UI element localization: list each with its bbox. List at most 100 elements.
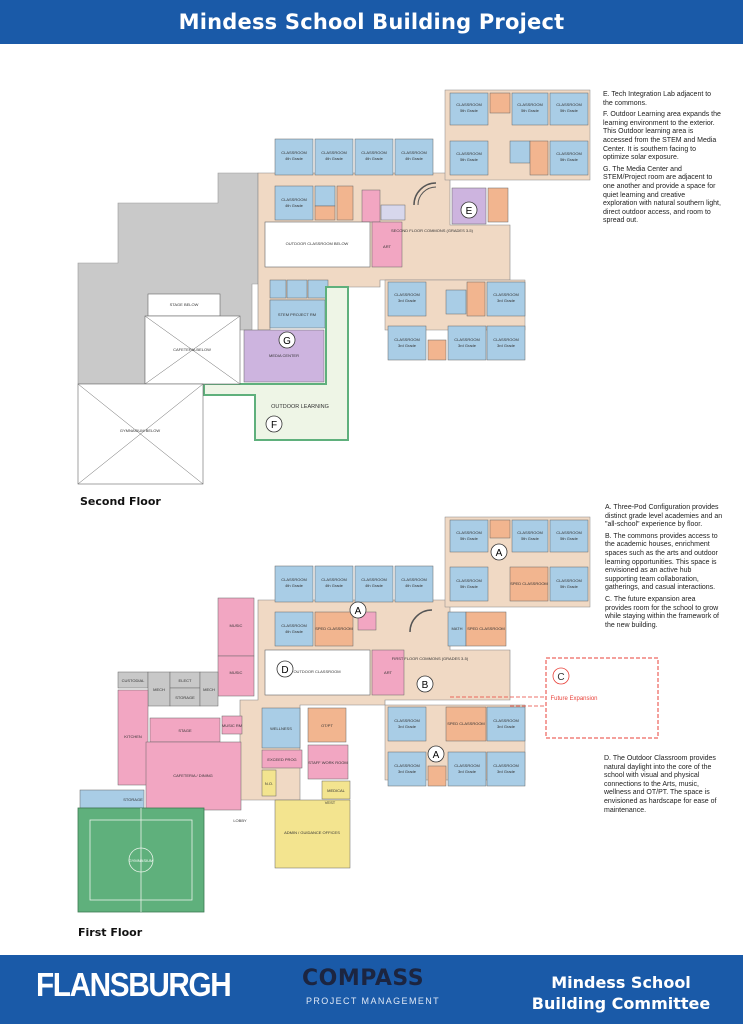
room-4a [274, 138, 314, 176]
room-3b [486, 281, 526, 317]
room-5b [511, 92, 549, 126]
svg-text:A: A [355, 606, 362, 617]
committee-name: Mindess School Building Committee [526, 972, 716, 1014]
ff-room-3c [387, 751, 427, 787]
svg-text:D: D [281, 665, 288, 676]
svg-text:C: C [557, 672, 564, 683]
svg-text:CLASSROOM: CLASSROOM [281, 150, 307, 155]
svg-text:A: A [496, 548, 503, 559]
svg-text:CLASSROOM: CLASSROOM [321, 577, 347, 582]
book-stor [380, 204, 406, 221]
ff-room-4e [274, 611, 314, 647]
note-f: F. Outdoor Learning area expands the lea… [603, 111, 721, 162]
svg-text:5th Grade: 5th Grade [560, 584, 579, 589]
svg-text:CAFETERIA BELOW: CAFETERIA BELOW [173, 347, 211, 352]
svg-text:CLASSROOM: CLASSROOM [394, 763, 420, 768]
room-5c [549, 92, 589, 126]
wellness [261, 707, 301, 749]
committee-line-2: Building Committee [531, 994, 711, 1013]
svg-text:MEDICAL: MEDICAL [327, 788, 346, 793]
ff-room-3e [486, 751, 526, 787]
music-room-b [217, 655, 255, 697]
svg-text:GYMNASIUM BELOW: GYMNASIUM BELOW [120, 428, 160, 433]
svg-text:ART: ART [384, 670, 392, 675]
notes-first-floor: A. Three-Pod Configuration provides dist… [605, 504, 723, 633]
title-banner: Mindess School Building Project [0, 0, 743, 44]
svg-text:CLASSROOM: CLASSROOM [394, 718, 420, 723]
svg-text:MEDIA CENTER: MEDIA CENTER [269, 353, 299, 358]
svg-text:OUTDOOR CLASSROOM: OUTDOOR CLASSROOM [293, 669, 340, 674]
second-floor-plan: CLASSROOM 5th Grade CLASSROOM 5th Grade … [77, 89, 591, 485]
svg-text:KITCHEN: KITCHEN [124, 734, 142, 739]
svg-text:3rd Grade: 3rd Grade [458, 343, 477, 348]
art-stor [361, 189, 381, 223]
svg-text:EXCEED PROG: EXCEED PROG [267, 757, 296, 762]
ff-room-5e [549, 566, 589, 602]
svg-text:STORAGE: STORAGE [123, 797, 143, 802]
svg-text:4th Grade: 4th Grade [285, 203, 304, 208]
svg-text:CLASSROOM: CLASSROOM [517, 102, 543, 107]
committee-line-1: Mindess School [551, 973, 691, 992]
first-floor-label: First Floor [78, 926, 143, 939]
svg-text:5th Grade: 5th Grade [460, 584, 479, 589]
note-e: E. Tech Integration Lab adjacent to the … [603, 91, 712, 107]
svg-text:ADMIN / GUIDANCE OFFICES: ADMIN / GUIDANCE OFFICES [284, 830, 340, 835]
svg-text:3rd Grade: 3rd Grade [497, 298, 516, 303]
svg-text:CLASSROOM: CLASSROOM [361, 577, 387, 582]
ff-art [371, 649, 405, 696]
medical [321, 780, 351, 800]
marker-b: B [416, 675, 434, 693]
svg-text:CLASSROOM: CLASSROOM [493, 292, 519, 297]
ff-sped-4 [314, 611, 354, 647]
room-3d [447, 325, 487, 361]
ff-sped-5 [509, 566, 549, 602]
svg-text:CLASSROOM: CLASSROOM [394, 292, 420, 297]
small-group-3 [427, 339, 447, 361]
ff-sped-3 [445, 706, 487, 742]
ff-room-5b [511, 519, 549, 553]
svg-text:CLASSROOM: CLASSROOM [517, 530, 543, 535]
room-5d [449, 140, 489, 176]
ff-small-group-5 [489, 519, 511, 539]
commons-steps [413, 182, 437, 206]
svg-text:3rd Grade: 3rd Grade [497, 343, 516, 348]
svg-text:SPED CLASSROOM: SPED CLASSROOM [315, 626, 353, 631]
future-expansion-label: Future Expansion [550, 696, 597, 702]
marker-c: C [552, 667, 570, 685]
svg-text:CLASSROOM: CLASSROOM [556, 102, 582, 107]
music-room-a [217, 597, 255, 657]
resource-3 [466, 281, 486, 317]
svg-text:5th Grade: 5th Grade [460, 536, 479, 541]
page-title: Mindess School Building Project [178, 10, 565, 34]
music-rm-small [221, 715, 243, 735]
lbl-5a: CLASSROOM [456, 102, 482, 107]
room-3-ell [445, 289, 467, 315]
svg-text:MECH: MECH [203, 687, 215, 692]
svg-text:OUTDOOR LEARNING: OUTDOOR LEARNING [271, 404, 329, 410]
svg-text:ART: ART [383, 244, 391, 249]
svg-text:4th Grade: 4th Grade [405, 583, 424, 588]
svg-text:CUSTODIAL: CUSTODIAL [122, 678, 146, 683]
note-g: G. The Media Center and STEM/Project roo… [603, 165, 721, 225]
footer-banner [0, 955, 743, 1024]
marker-g: G [278, 331, 296, 349]
room-4c [354, 138, 394, 176]
marker-f: F [265, 415, 283, 433]
art-room [371, 221, 403, 268]
svg-text:4th Grade: 4th Grade [285, 629, 304, 634]
room-4-ell [314, 185, 336, 207]
kitchen [117, 689, 149, 786]
second-floor-label: Second Floor [80, 495, 161, 508]
note-d: D. The Outdoor Classroom provides natura… [604, 755, 717, 814]
room-4b [314, 138, 354, 176]
svg-text:CLASSROOM: CLASSROOM [556, 530, 582, 535]
svg-text:5th Grade: 5th Grade [521, 536, 540, 541]
room-5-ell [509, 140, 531, 164]
svg-text:5th Grade: 5th Grade [460, 108, 479, 113]
svg-text:SECOND FLOOR COMMONS (GRADES 3: SECOND FLOOR COMMONS (GRADES 3-5) [391, 228, 474, 233]
compass-subtitle: PROJECT MANAGEMENT [306, 996, 441, 1006]
svg-text:CLASSROOM: CLASSROOM [394, 337, 420, 342]
ff-room-3a [387, 706, 427, 742]
outdoor-classroom-below [264, 221, 371, 268]
svg-text:MUSIC RM: MUSIC RM [222, 723, 242, 728]
